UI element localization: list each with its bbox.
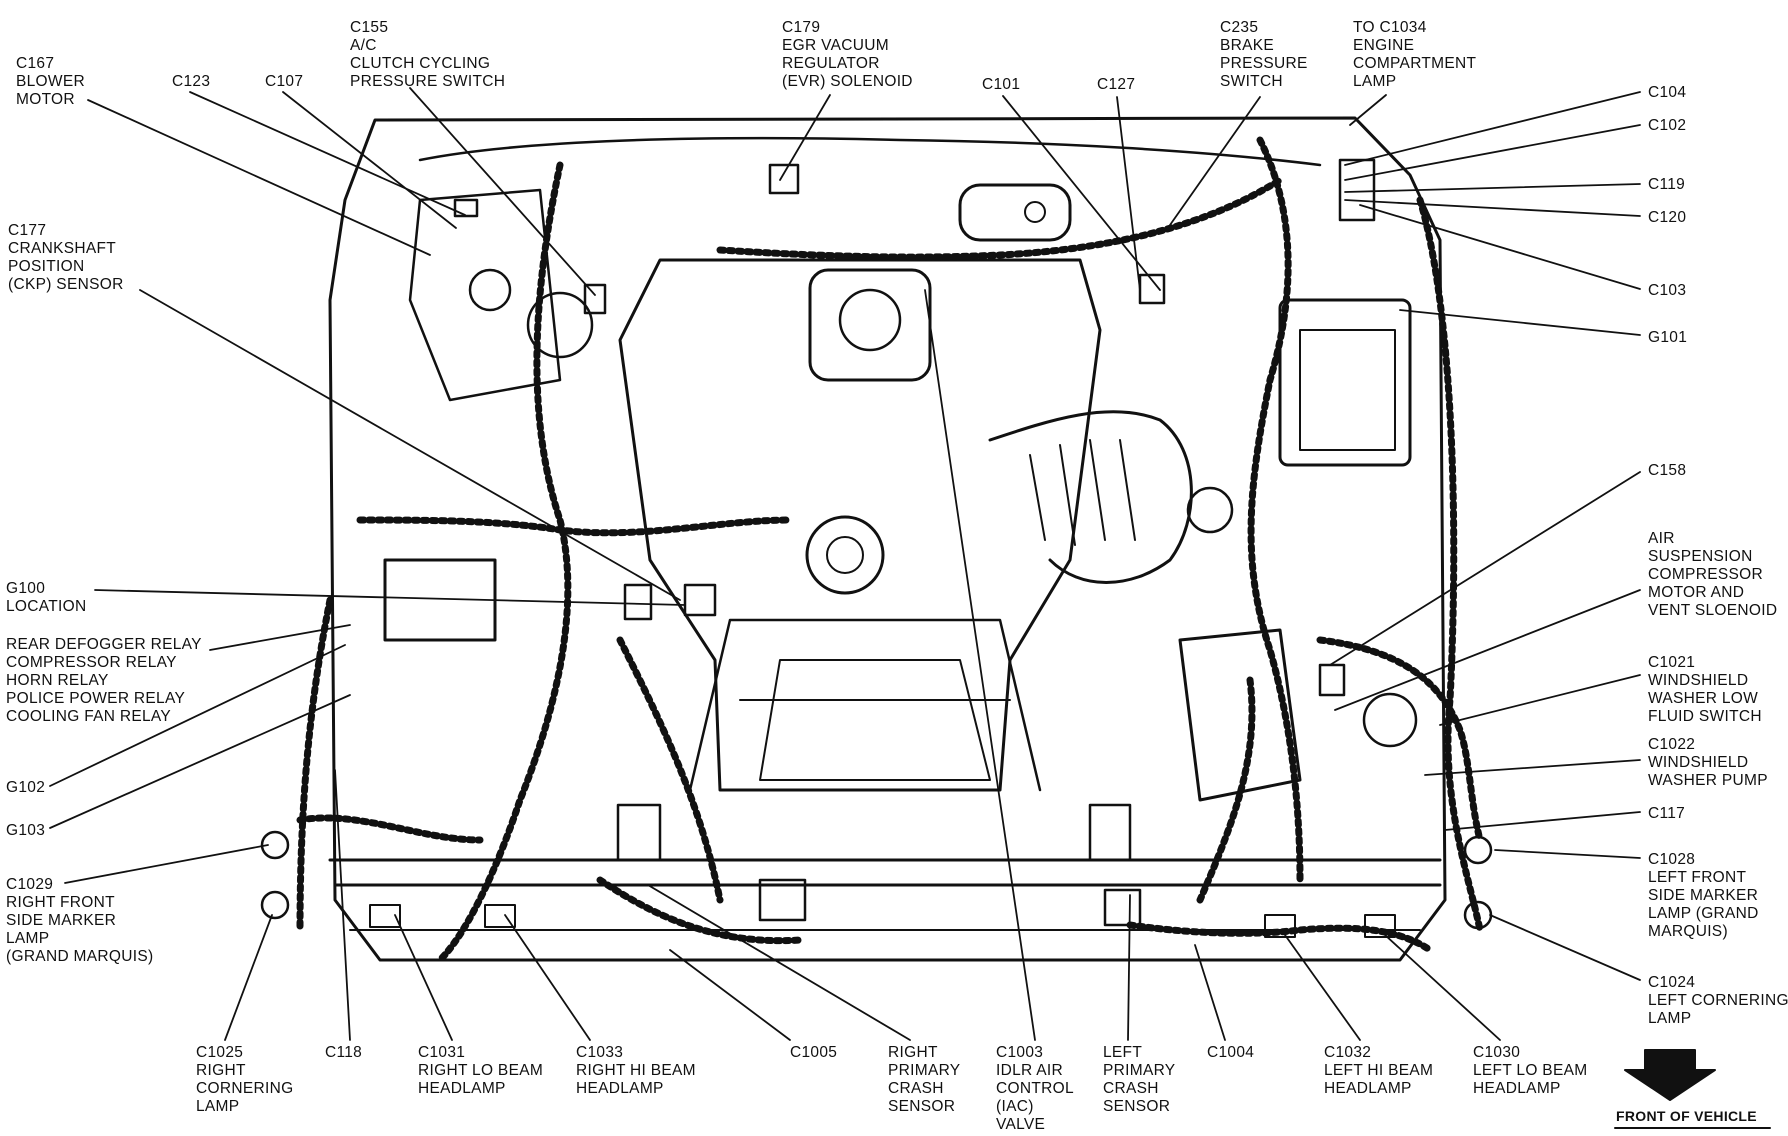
label-front-of-vehicle: FRONT OF VEHICLE: [1616, 1108, 1757, 1124]
label-c179-evr-solenoid: C179 EGR VACUUM REGULATOR (EVR) SOLENOID: [782, 19, 913, 90]
label-c1028-left-side-marker: C1028 LEFT FRONT SIDE MARKER LAMP (GRAND…: [1648, 851, 1759, 940]
label-c1003-iac-valve: C1003 IDLR AIR CONTROL (IAC) VALVE: [996, 1044, 1074, 1133]
label-g102: G102: [6, 779, 46, 796]
lh-side-marker-bulb: [1463, 835, 1493, 865]
label-c1025-right-cornering-lamp: C1025 RIGHT CORNERING LAMP: [196, 1044, 294, 1115]
air-cleaner-box: [1278, 298, 1412, 467]
label-c107: C107: [265, 73, 304, 90]
wiring-harness: [296, 136, 1484, 964]
label-air-suspension-compressor: AIR SUSPENSION COMPRESSOR MOTOR AND VENT…: [1648, 530, 1778, 619]
label-g103: G103: [6, 822, 46, 839]
label-c1030-left-lo-beam: C1030 LEFT LO BEAM HEADLAMP: [1473, 1044, 1588, 1097]
label-c118: C118: [325, 1044, 363, 1061]
throttle-body: [808, 268, 932, 382]
ac-accumulator: [526, 291, 594, 359]
label-relays: REAR DEFOGGER RELAY COMPRESSOR RELAY HOR…: [6, 636, 202, 725]
label-c155-ac-clutch-switch: C155 A/C CLUTCH CYCLING PRESSURE SWITCH: [350, 19, 506, 90]
left-crash-sensor-body: [1103, 888, 1142, 927]
label-c127: C127: [1097, 76, 1136, 93]
label-c177-ckp-sensor: C177 CRANKSHAFT POSITION (CKP) SENSOR: [8, 222, 124, 293]
rh-cornering-bulb: [260, 890, 290, 920]
front-crossmember: [328, 858, 1442, 887]
engine-block: [618, 258, 1102, 792]
engine-front-cover: [688, 618, 1042, 792]
label-c101: C101: [982, 76, 1021, 93]
label-c102: C102: [1648, 117, 1687, 134]
label-c104: C104: [1648, 84, 1687, 101]
label-c1021-washer-low-fluid-switch: C1021 WINDSHIELD WASHER LOW FLUID SWITCH: [1648, 654, 1762, 725]
label-c1005: C1005: [790, 1044, 838, 1061]
label-c235-brake-pressure-switch: C235 BRAKE PRESSURE SWITCH: [1220, 19, 1308, 90]
left-crash-sensor-bracket: [1088, 803, 1132, 862]
label-c1034-engine-compartment-lamp: TO C1034 ENGINE COMPARTMENT LAMP: [1353, 19, 1477, 90]
connector-blocks: [453, 158, 1376, 697]
label-right-primary-crash-sensor: RIGHT PRIMARY CRASH SENSOR: [888, 1044, 961, 1115]
label-c158: C158: [1648, 462, 1687, 479]
intake-duct-ribs: [1029, 439, 1136, 546]
right-crash-sensor-body: [616, 803, 662, 862]
label-c1032-left-hi-beam: C1032 LEFT HI BEAM HEADLAMP: [1324, 1044, 1434, 1097]
label-c1004: C1004: [1207, 1044, 1255, 1061]
alternator-pulley: [826, 536, 864, 574]
blower-housing: [408, 188, 562, 402]
oil-pan-front: [759, 659, 991, 781]
label-c1022-washer-pump: C1022 WINDSHIELD WASHER PUMP: [1648, 736, 1768, 789]
brake-booster: [958, 183, 1072, 242]
label-g100-location: G100 LOCATION: [6, 580, 87, 615]
body-outline: [328, 116, 1447, 962]
label-c103: C103: [1648, 282, 1687, 299]
left-shock-tower: [468, 268, 512, 312]
label-c167-blower-motor: C167 BLOWER MOTOR: [16, 55, 85, 108]
label-g101: G101: [1648, 329, 1688, 346]
label-c123: C123: [172, 73, 211, 90]
rh-lo-headlamp-socket: [369, 904, 401, 928]
rh-hi-headlamp-socket: [484, 904, 516, 928]
alternator: [805, 515, 885, 595]
label-c117: C117: [1648, 805, 1686, 822]
front-of-vehicle-arrow: [1624, 1049, 1716, 1101]
label-c1031-right-lo-beam: C1031 RIGHT LO BEAM HEADLAMP: [418, 1044, 544, 1097]
label-c119: C119: [1648, 176, 1686, 193]
label-c120: C120: [1648, 209, 1687, 226]
leader-lines: [49, 87, 1641, 1041]
label-left-primary-crash-sensor: LEFT PRIMARY CRASH SENSOR: [1103, 1044, 1176, 1115]
lh-hi-headlamp-socket: [1264, 914, 1296, 938]
throttle-plate: [838, 288, 902, 352]
washer-reservoir: [1178, 628, 1302, 802]
label-c1024-left-cornering-lamp: C1024 LEFT CORNERING LAMP: [1648, 974, 1788, 1027]
washer-cap: [1362, 692, 1418, 748]
air-cleaner-lid: [1299, 329, 1396, 451]
air-intake-duct: [988, 410, 1193, 584]
horn: [758, 878, 807, 922]
label-c1033-right-hi-beam: C1033 RIGHT HI BEAM HEADLAMP: [576, 1044, 696, 1097]
firewall: [418, 136, 1322, 167]
label-c1029-right-side-marker: C1029 RIGHT FRONT SIDE MARKER LAMP (GRAN…: [6, 876, 154, 965]
master-cylinder-cap: [1024, 201, 1046, 223]
right-shock-tower: [1186, 486, 1234, 534]
rh-side-marker-bulb: [260, 830, 290, 860]
